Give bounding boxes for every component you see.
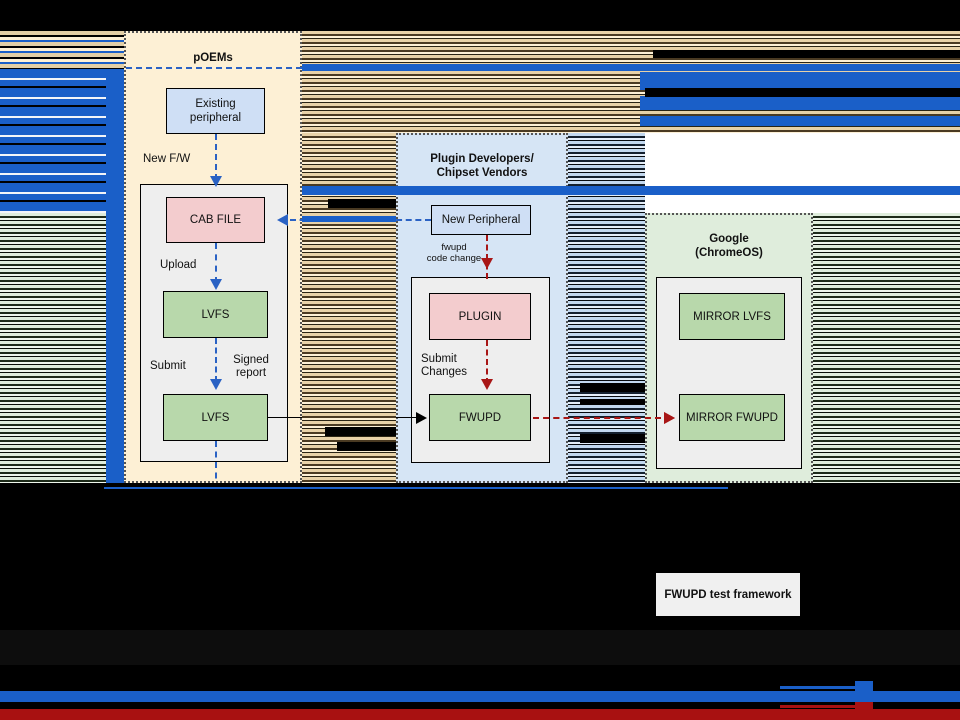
edge-label-signed-report: Signed report xyxy=(233,354,269,379)
connector-lvfs-exit-down xyxy=(215,441,217,489)
arrowhead-newperipheral-to-plugin xyxy=(481,258,493,269)
edge-label-submit-changes: Submit Changes xyxy=(421,353,468,378)
connector-poems-divider-dashed xyxy=(126,67,302,69)
arrowhead-cab-to-lvfs xyxy=(210,279,222,290)
node-new-peripheral[interactable]: New Peripheral xyxy=(431,205,531,235)
arrowhead-lvfs-to-fwupd xyxy=(416,412,427,424)
artifact-legend-red-dash xyxy=(780,705,865,708)
swimlane-poems-title: pOEMs xyxy=(193,52,233,64)
node-lvfs-upload[interactable]: LVFS xyxy=(163,291,268,338)
node-plugin[interactable]: PLUGIN xyxy=(429,293,531,340)
node-cab-file[interactable]: CAB FILE xyxy=(166,197,265,243)
artifact-legend-blue-dash xyxy=(780,686,865,689)
edge-label-new-fw: New F/W xyxy=(143,153,191,165)
arrowhead-fwupd-to-mirror-fwupd-overlay xyxy=(664,412,675,424)
edge-label-submit: Submit xyxy=(150,360,186,372)
connector-newperipheral-to-cab xyxy=(290,219,431,221)
swimlane-google-chromeos-title: Google (ChromeOS) xyxy=(695,233,763,259)
node-mirror-lvfs[interactable]: MIRROR LVFS xyxy=(679,293,785,340)
connector-lvfs-to-lvfs xyxy=(215,338,217,382)
node-existing-peripheral[interactable]: Existing peripheral xyxy=(166,88,265,134)
artifact-legend-blue-block xyxy=(855,681,873,697)
node-mirror-fwupd[interactable]: MIRROR FWUPD xyxy=(679,394,785,441)
artifact-lower-black-field xyxy=(0,489,960,630)
artifact-legend-red-block xyxy=(855,702,873,716)
connector-lvfs-to-fwupd xyxy=(268,417,416,418)
arrowhead-lvfs-to-lvfs xyxy=(210,379,222,390)
arrowhead-plugin-to-fwupd xyxy=(481,379,493,390)
connector-existing-to-cab xyxy=(215,134,217,180)
node-lvfs-submit[interactable]: LVFS xyxy=(163,394,268,441)
arrowhead-newperipheral-to-cab xyxy=(277,214,288,226)
artifact-legend-blue-bar xyxy=(0,691,960,702)
legend-fwupd-test-framework-overlay: FWUPD test framework xyxy=(656,573,800,616)
connector-newperipheral-to-plugin xyxy=(486,235,488,279)
node-fwupd[interactable]: FWUPD xyxy=(429,394,531,441)
connector-fwupd-to-mirror-fwupd-overlay xyxy=(533,417,661,419)
artifact-legend-black-sep xyxy=(0,702,960,707)
arrowhead-existing-to-cab xyxy=(210,176,222,187)
artifact-legend-red-bar xyxy=(0,709,960,720)
artifact-lower-grey-field xyxy=(0,630,960,670)
swimlane-plugin-developers-title: Plugin Developers/ Chipset Vendors xyxy=(430,153,534,179)
edge-label-upload: Upload xyxy=(160,259,197,271)
connector-cab-to-lvfs xyxy=(215,243,217,283)
artifact-legend-black-band xyxy=(0,665,960,679)
edge-label-fwupd-code-change: fwupd code change xyxy=(426,242,482,264)
connector-plugin-to-fwupd xyxy=(486,340,488,384)
